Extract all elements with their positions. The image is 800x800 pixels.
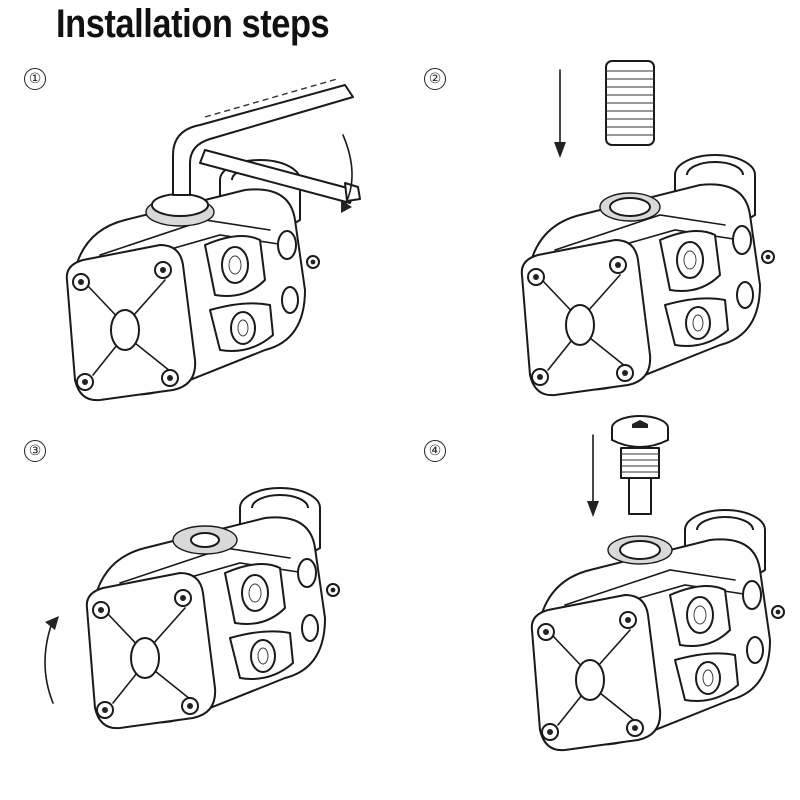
stem-drawing — [520, 154, 775, 397]
arrow-down-icon — [554, 69, 566, 158]
step-3-number: ③ — [24, 440, 46, 462]
arrow-down-icon — [587, 434, 599, 517]
stem-drawing — [85, 487, 340, 730]
step-1-number: ① — [24, 68, 46, 90]
step-3-illustration — [44, 478, 375, 748]
stem-drawing — [530, 509, 785, 752]
step-4-number: ④ — [424, 440, 446, 462]
top-cap-bolt-icon — [611, 415, 669, 515]
threaded-insert-icon — [605, 60, 655, 146]
step-2-illustration — [510, 60, 800, 415]
hex-key-icon — [172, 78, 361, 213]
step-1-illustration — [55, 78, 361, 420]
step-4-illustration — [520, 415, 800, 770]
curved-arrow-icon — [44, 616, 59, 704]
page-title: Installation steps — [56, 2, 330, 46]
step-2-number: ② — [424, 68, 446, 90]
